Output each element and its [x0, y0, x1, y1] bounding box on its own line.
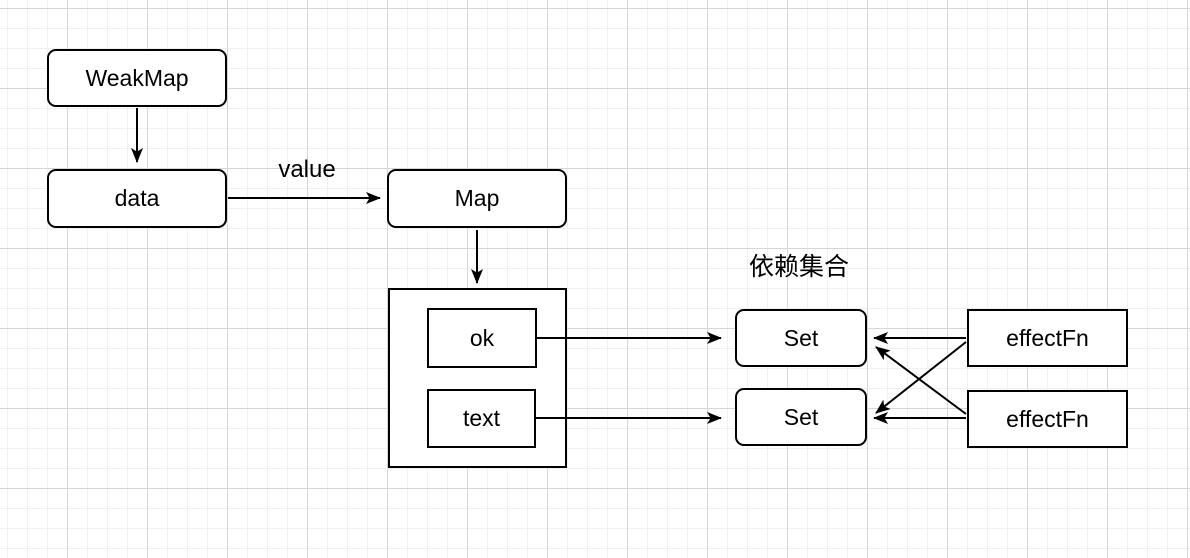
node-weakmap-label: WeakMap	[85, 64, 189, 91]
node-weakmap[interactable]: WeakMap	[47, 49, 227, 107]
edge-effectfn-bottom-to-set-ok	[875, 346, 967, 415]
node-effectfn-bottom[interactable]: effectFn	[967, 390, 1128, 448]
edge-effectfn-top-to-set-text	[875, 341, 967, 414]
node-text[interactable]: text	[427, 389, 536, 448]
node-map[interactable]: Map	[387, 169, 567, 228]
node-effectfn-top-label: effectFn	[1006, 324, 1089, 351]
edge-label-value: value	[278, 156, 336, 183]
node-data-label: data	[114, 185, 160, 211]
node-set-text-label: Set	[783, 403, 819, 430]
annotation-dependency-collection: 依赖集合	[748, 253, 849, 281]
node-effectfn-bottom-label: effectFn	[1006, 405, 1089, 432]
node-text-label: text	[462, 405, 501, 431]
node-map-label: Map	[454, 185, 500, 211]
node-effectfn-top[interactable]: effectFn	[967, 309, 1128, 367]
node-set-ok[interactable]: Set	[735, 309, 867, 367]
node-data[interactable]: data	[47, 169, 227, 228]
node-ok-label: ok	[469, 324, 495, 351]
node-set-ok-label: Set	[783, 324, 819, 351]
node-set-text[interactable]: Set	[735, 388, 867, 446]
node-ok[interactable]: ok	[427, 308, 537, 368]
